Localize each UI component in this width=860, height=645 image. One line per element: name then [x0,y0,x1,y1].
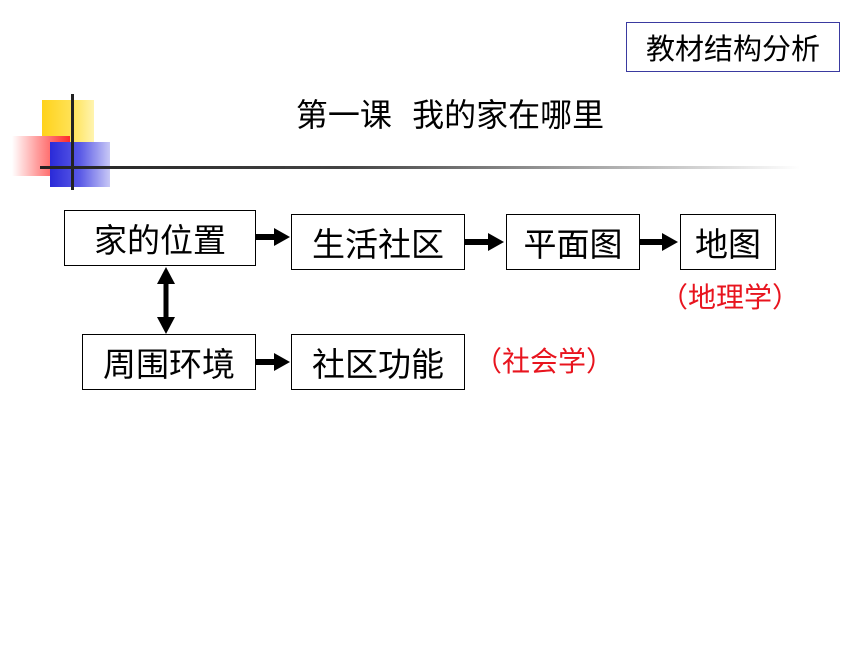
arrow-updown-icon [157,267,175,334]
arrow-right-icon [465,233,504,251]
title-underline [40,166,800,169]
node-surroundings: 周围环境 [82,334,256,390]
section-tag: 教材结构分析 [626,22,840,72]
arrow-right-icon [640,233,678,251]
node-community-function: 社区功能 [291,334,465,390]
node-living-community: 生活社区 [291,214,465,270]
node-map: 地图 [680,214,776,270]
decoration-blue-square [50,142,110,187]
node-home-location: 家的位置 [64,210,256,266]
slide-title: 第一课 我的家在哪里 [295,96,605,134]
decoration-vertical-line [71,94,74,190]
note-geography: （地理学） [660,281,801,314]
node-floor-plan: 平面图 [506,214,640,270]
arrow-right-icon [256,228,290,246]
note-sociology: （社会学） [474,345,615,378]
arrow-right-icon [256,353,290,371]
